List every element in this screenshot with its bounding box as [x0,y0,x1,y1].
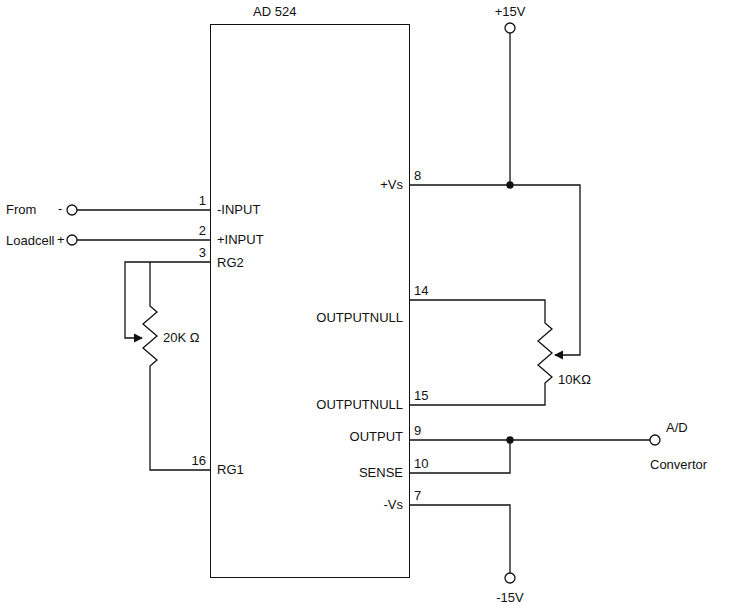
signal-label: Convertor [650,458,707,473]
junction-dot [507,182,513,188]
output-wire [410,439,650,440]
supply-terminal [505,573,515,583]
component-value: 10KΩ [558,373,591,388]
supply-label: +15V [495,5,526,20]
input-terminal [67,235,77,245]
pin-name: -INPUT [217,203,260,218]
resistor-symbol [538,318,552,388]
pin-name: RG1 [217,463,244,478]
signal-label: Loadcell [6,234,54,249]
pin-name: OUTPUT [350,430,403,445]
pin-number: 9 [414,424,421,439]
pin-name: +Vs [380,178,403,193]
supply-label: -15V [496,591,523,606]
gain-wire [150,375,210,470]
output-terminal [650,435,660,445]
wiper-wire [125,262,210,338]
wiper-wire [410,185,580,355]
pin-number: 7 [414,489,421,504]
pin-name: OUTPUTNULL [316,398,403,413]
pin-number: 16 [192,454,206,469]
junction-dot [507,437,513,443]
pin-number: 15 [414,389,428,404]
input-wire [77,209,210,210]
pin-number: 3 [199,246,206,261]
chip-name: AD 524 [253,4,296,19]
pin-name: SENSE [359,466,403,481]
sense-wire [410,440,510,473]
pin-number: 8 [414,169,421,184]
pin-number: 1 [199,194,206,209]
input-terminal [67,205,77,215]
resistor-symbol [143,300,157,375]
supply-wire [410,505,510,573]
input-wire [77,239,210,240]
gain-wire [149,262,150,300]
pin-name: -Vs [384,498,404,513]
pin-name: OUTPUTNULL [316,311,403,326]
supply-wire [509,33,510,185]
signal-label: A/D [666,421,688,436]
component-value: 20K Ω [163,331,199,346]
pin-number: 10 [414,457,428,472]
supply-terminal [505,23,515,33]
pin-number: 14 [414,284,428,299]
polarity-sign: + [57,233,65,248]
signal-label: From [6,203,36,218]
null-wire [410,300,545,318]
pin-name: +INPUT [217,233,264,248]
polarity-sign: - [58,202,62,217]
null-wire [410,388,545,405]
pin-number: 2 [199,224,206,239]
pin-name: RG2 [217,256,244,271]
chip-outline: AD 524 [210,24,410,578]
